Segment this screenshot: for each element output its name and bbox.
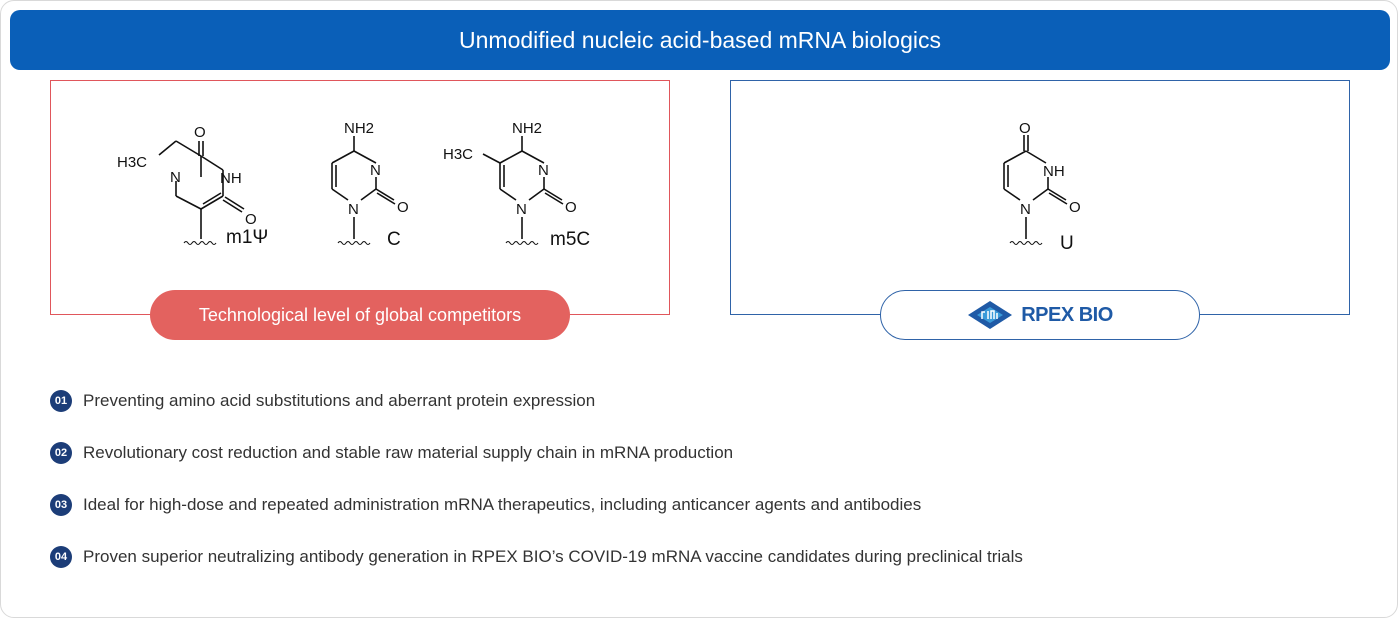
feature-text: Preventing amino acid substitutions and … [83,391,596,410]
bullet-number: 01 [50,390,72,412]
u-name: U [1060,233,1074,254]
bullet-number: 03 [50,494,72,516]
bullet-number: 02 [50,442,72,464]
m1psi-methyl-label: H3C [117,154,147,171]
m5c-amino-label: NH2 [512,120,542,137]
list-item: 01 Preventing amino acid substitutions a… [50,388,595,414]
c-o-label: O [397,199,409,216]
c-amino-label: NH2 [344,120,374,137]
list-item: 02 Revolutionary cost reduction and stab… [50,440,733,466]
title-banner: Unmodified nucleic acid-based mRNA biolo… [10,10,1390,70]
bullet-number: 04 [50,546,72,568]
rpex-logo: RPEX BIO [967,300,1113,330]
c-name: C [387,229,401,250]
page-title: Unmodified nucleic acid-based mRNA biolo… [459,26,941,53]
competitor-structures: H3C O NH N O m1Ψ NH2 N N O C H3C NH2 N N… [117,120,590,250]
c-n3-label: N [370,162,381,179]
m1psi-o-label: O [245,211,257,228]
competitor-panel: H3C O NH N O m1Ψ NH2 N N O C H3C NH2 N N… [50,80,670,315]
m1psi-n-label: N [170,169,181,186]
rpex-logo-text: RPEX BIO [1021,303,1113,326]
m1psi-carbonyl-o-label: O [194,124,206,141]
u-o4-label: O [1019,120,1031,137]
m1psi-nh-label: NH [220,170,242,187]
m5c-methyl-label: H3C [443,146,473,163]
feature-text: Proven superior neutralizing antibody ge… [83,547,1023,566]
u-o2-label: O [1069,199,1081,216]
m1psi-name: m1Ψ [226,227,268,248]
rpex-logo-pill: RPEX BIO [880,290,1200,340]
u-nh-label: NH [1043,163,1065,180]
rpex-logo-icon [968,301,1013,329]
c-n1-label: N [348,201,359,218]
competitor-label-pill: Technological level of global competitor… [150,290,570,340]
list-item: 04 Proven superior neutralizing antibody… [50,544,1023,570]
feature-text: Ideal for high-dose and repeated adminis… [83,495,922,514]
feature-text: Revolutionary cost reduction and stable … [83,443,734,462]
m5c-name: m5C [550,229,590,250]
rpex-panel: O NH N O U [730,80,1350,315]
m5c-n3-label: N [538,162,549,179]
u-n1-label: N [1020,201,1031,218]
uridine-structure: O NH N O U [1003,120,1081,254]
competitor-label: Technological level of global competitor… [198,304,522,325]
list-item: 03 Ideal for high-dose and repeated admi… [50,492,921,518]
m5c-n1-label: N [516,201,527,218]
m5c-o-label: O [565,199,577,216]
